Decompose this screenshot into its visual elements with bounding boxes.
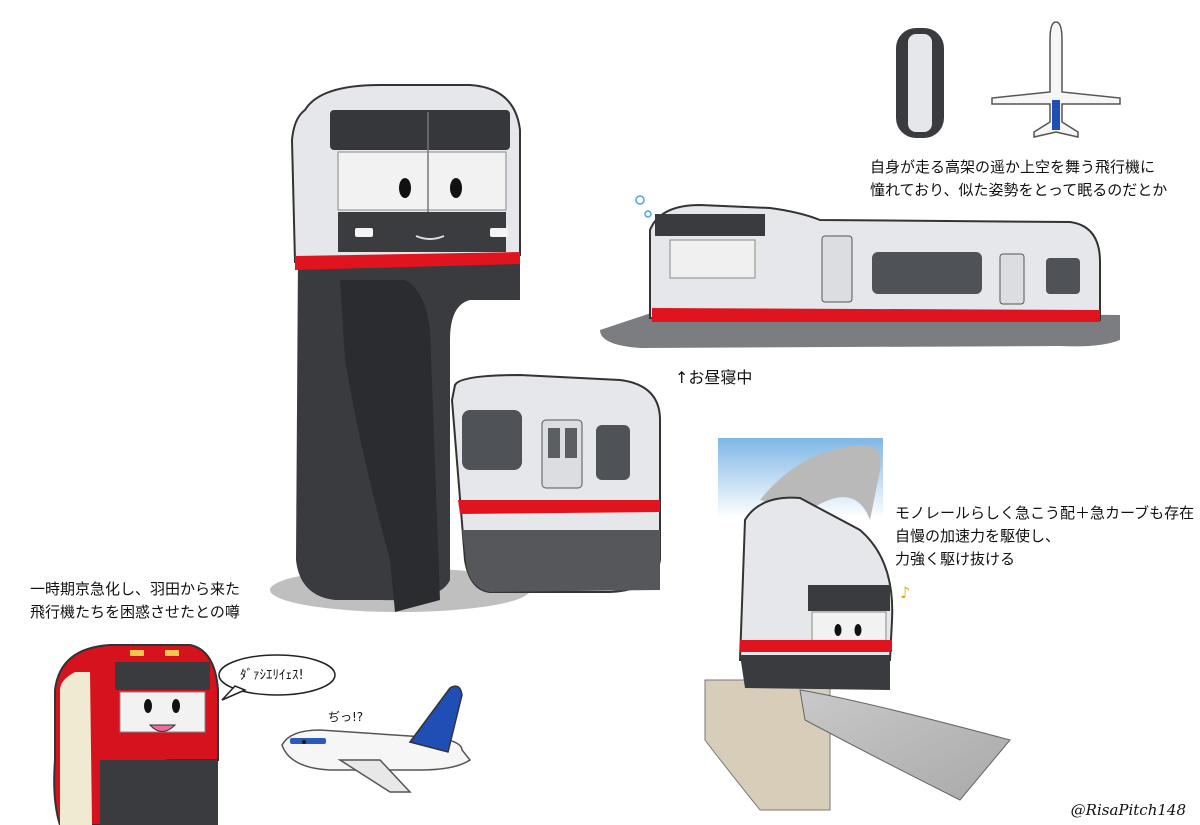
caption-rumor-line1: 一時期京急化し、羽田から来た <box>30 580 241 598</box>
curving-monorail: ♪ <box>704 438 1011 811</box>
keikyu-monorail <box>53 644 219 825</box>
eye-left <box>399 178 411 198</box>
startled-airplane <box>281 685 472 793</box>
caption-curve-line1: モノレールらしく急こう配＋急カーブも存在 <box>895 504 1195 522</box>
sleeping-monorail <box>600 195 1120 348</box>
caption-nap: ↑お昼寝中 <box>675 366 752 389</box>
cab-window <box>330 110 510 150</box>
speech-text: ﾀﾞｧｼｴﾘｲｪｽ! <box>240 668 304 683</box>
airplane-topview <box>991 21 1121 138</box>
speech-bubble <box>218 654 336 696</box>
caption-rumor-line2: 飛行機たちを困惑させたとの噂 <box>30 603 240 621</box>
caption-nap-text: ↑お昼寝中 <box>675 368 753 387</box>
music-note-icon: ♪ <box>900 583 910 602</box>
eye-right <box>450 178 462 198</box>
caption-curve-line2: 自慢の加速力を駆使し、 <box>895 527 1061 545</box>
sleep-bubble <box>635 195 645 205</box>
red-stripe <box>295 252 520 270</box>
plane-sfx-text: ぢっ!? <box>328 710 364 724</box>
caption-curve: モノレールらしく急こう配＋急カーブも存在 自慢の加速力を駆使し、 力強く駆け抜け… <box>895 502 1194 571</box>
top-view-monorail <box>896 28 944 138</box>
caption-dream-line1: 自身が走る高架の遥か上空を舞う飛行機に <box>870 158 1156 176</box>
caption-curve-line3: 力強く駆け抜ける <box>895 550 1016 568</box>
caption-rumor: 一時期京急化し、羽田から来た 飛行機たちを困惑させたとの噂 <box>30 578 240 624</box>
track-guideway <box>799 689 1011 801</box>
standing-monorail <box>270 84 661 612</box>
cab-face-panel <box>337 151 507 211</box>
artist-credit: @RisaPitch148 <box>1070 801 1186 819</box>
caption-dream: 自身が走る高架の遥か上空を舞う飛行機に 憧れており、似た姿勢をとって眠るのだとか <box>870 156 1167 202</box>
bogie-leg <box>340 280 440 612</box>
caption-dream-line2: 憧れており、似た姿勢をとって眠るのだとか <box>870 181 1168 199</box>
